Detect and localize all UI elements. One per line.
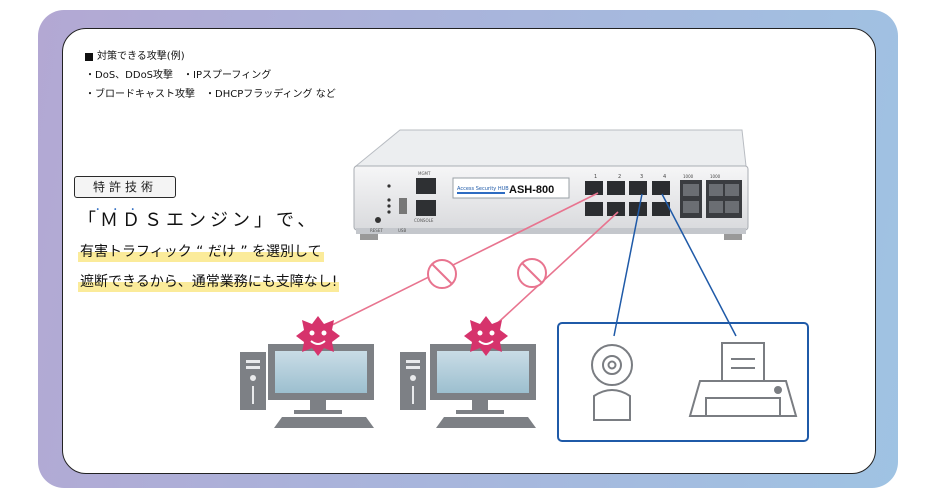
printer-icon [688,342,798,417]
ethernet-ports [585,181,670,216]
patent-badge: 特許技術 [74,176,176,198]
uplink-label-1: 1000 [683,174,694,179]
highlight-line-2: 遮断できるから、通常業務にも支障なし! [78,270,340,292]
port-number-1: 1 [594,174,597,180]
office-devices-box [557,322,809,442]
webcam-icon [591,344,633,421]
highlight-line-1: 有害トラフィック “ だけ ” を選別して [78,240,324,262]
port-number-3: 3 [640,174,643,180]
attack-line-right [489,211,619,331]
port-number-2: 2 [618,174,621,180]
computer-icon [400,344,536,428]
console-port [416,200,436,216]
emphasis-dots: ･･･ [95,203,148,216]
computer-icon [240,344,374,428]
mgmt-label: MGMT [418,171,431,176]
attack-line-1: ・DoS、DDoS攻撃 ・IPスプーフィング [85,70,272,81]
model-label: ASH-800 [509,184,554,196]
device-line-webcam [613,193,643,337]
status-leds [375,184,391,223]
security-hub-device: USB RESET MGMT CONSOLE Access Security H… [353,129,749,240]
uplink-ports [680,180,742,218]
block-icon [517,258,547,288]
mds-engine-title: 「ＭＤＳエンジン」で、 [78,210,320,231]
block-icon [427,259,457,289]
device-line-printer [661,193,737,337]
uplink-label-2: 1000 [710,174,721,179]
console-label: CONSOLE [414,218,434,223]
mgmt-port [416,178,436,194]
port-number-4: 4 [663,174,666,180]
attack-line-left [321,192,599,331]
square-bullet-icon [85,52,93,61]
virus-icon [296,316,340,356]
attack-list-heading: 対策できる攻撃(例) [85,47,336,66]
brand-label: Access Security HUB [457,186,509,192]
attack-line-2: ・ブロードキャスト攻撃 ・DHCPフラッディング など [85,89,336,100]
usb-port [399,198,407,214]
attack-heading-text: 対策できる攻撃(例) [97,51,185,62]
reset-label: RESET [370,228,383,233]
usb-label: USB [398,228,406,233]
virus-icon [464,316,508,356]
attack-list: 対策できる攻撃(例) ・DoS、DDoS攻撃 ・IPスプーフィング ・ブロードキ… [85,47,336,104]
